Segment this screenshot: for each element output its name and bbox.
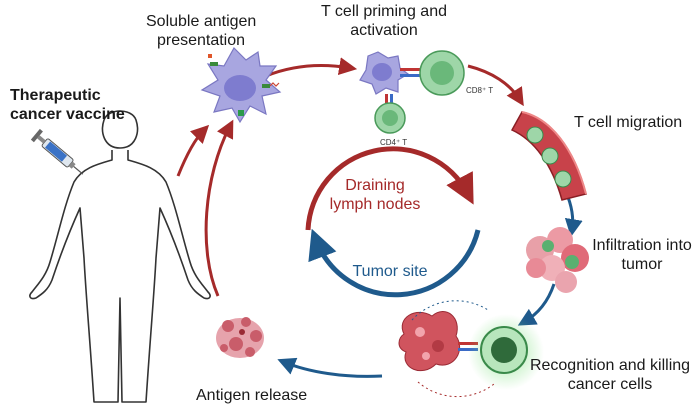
title-line2: cancer vaccine [10,106,125,123]
label-t-cell-migration: T cell migration [574,114,683,131]
center-blue-arc [308,228,481,298]
t-cell-priming-icon [359,50,465,134]
arrow-presentation-to-priming [265,57,358,78]
human-body-outline [29,110,211,403]
label-cd4: CD4⁺ T [380,138,408,147]
title-line1: Therapeutic [10,87,101,104]
label-antigen-presentation: Soluble antigen presentation [146,13,257,49]
label-antigen-release: Antigen release [196,387,308,404]
label-recognition: Recognition and killing cancer cells [529,357,691,393]
label-tumor-site: Tumor site [352,263,428,280]
center-red-arc [305,146,474,231]
label-lymph-nodes: Draining lymph nodes [329,177,421,213]
antigen-release-icon [216,317,264,358]
label-t-cell-priming: T cell priming and activation [321,3,447,39]
label-infiltration: Infiltration into tumor [592,237,692,273]
arrow-release-to-presentation [204,119,234,297]
blood-vessel-icon [510,111,587,201]
syringe-icon [30,128,84,175]
tumor-cluster-icon [526,227,589,293]
title: Therapeutic cancer vaccine [10,86,125,124]
arrow-infiltration-to-recognition [517,283,556,326]
arrow-recognition-to-release [277,357,383,378]
t-cell-killing-icon [398,300,544,398]
arrow-priming-to-migration [467,64,524,107]
dendritic-cell-icon [200,47,282,124]
label-cd8: CD8⁺ T [466,86,494,95]
arrow-body-to-presentation [176,124,210,177]
